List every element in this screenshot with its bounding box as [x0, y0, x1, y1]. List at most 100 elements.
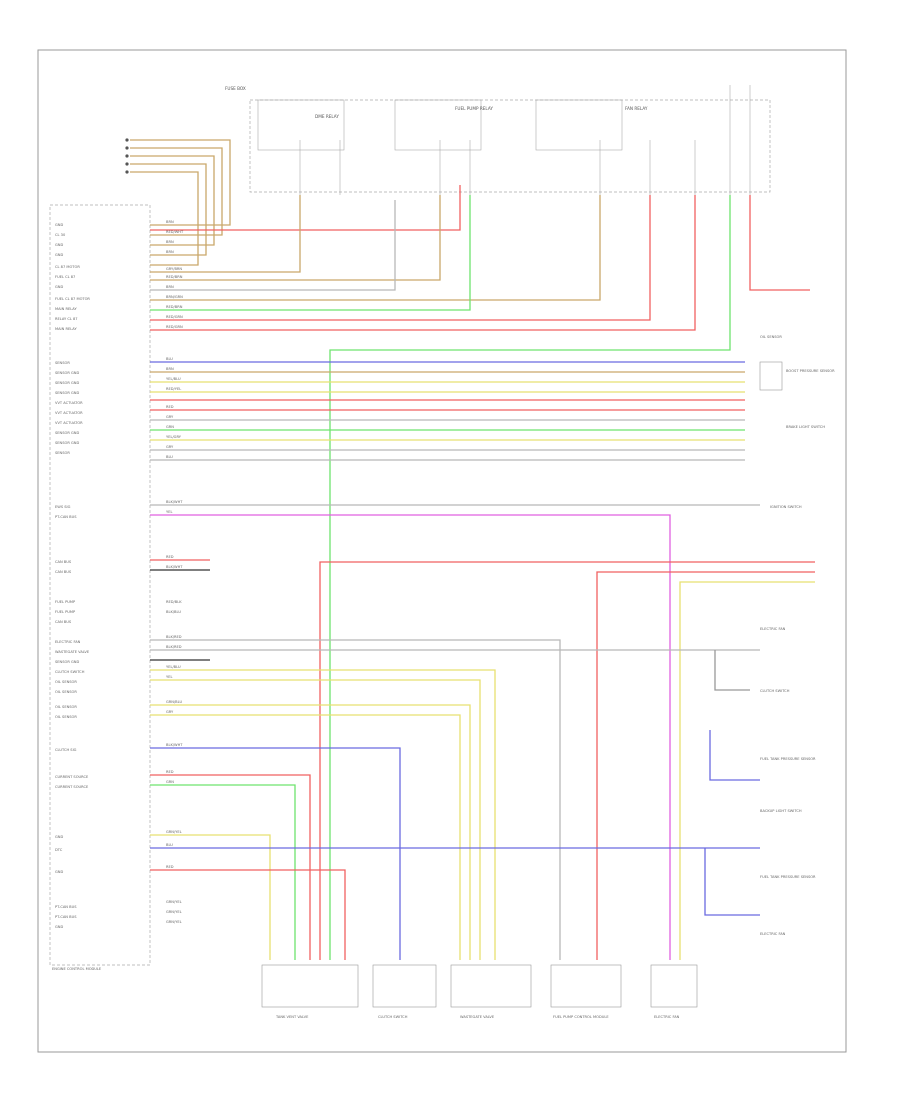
pin-label-5: CL 87 MOTOR [55, 265, 80, 269]
pin-label-15: SENSOR GND [55, 381, 79, 385]
right-label-2: BOOST PRESSURE SENSOR [786, 369, 835, 373]
wire-code-7: BRN [166, 285, 174, 289]
pin-label-4: GND [55, 253, 63, 257]
pin-label-16: SENSOR GND [55, 391, 79, 395]
wire-code-29: BLK/RED [166, 645, 182, 649]
fuse-box-label: FUSE BOX [225, 86, 246, 91]
wire-code-24: RED [166, 555, 174, 559]
pin-label-21: SENSOR GND [55, 441, 79, 445]
wire-code-23: YEL [166, 510, 172, 514]
wire-code-34: BLK/WHT [166, 743, 183, 747]
wire-code-32: GRN/BLU [166, 700, 182, 704]
right-label-3: BRAKE LIGHT SWITCH [786, 425, 825, 429]
pin-label-35: OIL SENSOR [55, 680, 77, 684]
wire-code-4: BRN [166, 250, 174, 254]
wires-sensor-bus [150, 361, 745, 461]
wire-code-20: GRY [166, 445, 174, 449]
pin-label-11: MAIN RELAY [55, 327, 77, 331]
bottom-label-3: WASTEGATE VALVE [460, 1015, 495, 1019]
wire-code-33: GRY [166, 710, 174, 714]
wires-top [130, 139, 810, 960]
wire-code-10: RED/GRN [166, 315, 183, 319]
wire-code-36: GRN [166, 780, 174, 784]
relay-box: FUSE BOX DME RELAY FUEL PUMP RELAY FAN R… [225, 85, 771, 195]
wire-code-12: BLU [166, 357, 173, 361]
pin-label-42: GND [55, 835, 63, 839]
pin-label-18: VVT ACTUATOR [55, 411, 83, 415]
wire-code-8: BRN/GRN [166, 295, 183, 299]
bottom-label-5: ELECTRIC FAN [654, 1015, 680, 1019]
pin-label-3: GND [55, 243, 63, 247]
wire-code-16: RED [166, 405, 174, 409]
connector-top-left [125, 138, 129, 174]
ecm-outline [49, 204, 151, 966]
wire-code-31: YEL [166, 675, 172, 679]
wire-code-28: BLK/RED [166, 635, 182, 639]
pin-label-47: GND [55, 925, 63, 929]
pin-label-37: OIL SENSOR [55, 705, 77, 709]
wire-code-1: BRN [166, 220, 174, 224]
wire-code-37: GRN/YEL [166, 830, 182, 834]
wire-code-41: GRN/YEL [166, 910, 182, 914]
relay-1-label: DME RELAY [315, 114, 339, 119]
wire-code-labels: BRN RED/WHT BRN BRN GRY/BRN RED/BRN BRN … [166, 220, 184, 924]
wire-code-11: RED/GRN [166, 325, 183, 329]
right-label-7: FUEL TANK PRESSURE SENSOR [760, 757, 816, 761]
pin-label-7: GND [55, 285, 63, 289]
pin-label-31: ELECTRIC FAN [55, 640, 81, 644]
pin-label-44: GND [55, 870, 63, 874]
pin-label-26: CAN BUS [55, 560, 72, 564]
right-label-5: ELECTRIC FAN [760, 627, 786, 631]
pin-label-30: CAN BUS [55, 620, 72, 624]
bottom-label-2: CLUTCH SWITCH [378, 1015, 408, 1019]
right-label-9: FUEL TANK PRESSURE SENSOR [760, 875, 816, 879]
wire-code-2: RED/WHT [166, 230, 184, 234]
right-label-10: ELECTRIC FAN [760, 932, 786, 936]
pin-label-8: FUEL CL 87 MOTOR [55, 297, 90, 301]
wire-code-22: BLK/WHT [166, 500, 183, 504]
pin-label-39: CLUTCH SIG [55, 748, 77, 752]
pin-label-1: GND [55, 223, 63, 227]
relay-3-label: FAN RELAY [625, 106, 648, 111]
pin-label-34: CLUTCH SWITCH [55, 670, 85, 674]
pin-label-17: VVT ACTUATOR [55, 401, 83, 405]
pin-label-40: CURRENT SOURCE [55, 775, 89, 779]
bottom-label-1: TANK VENT VALVE [275, 1015, 309, 1019]
wire-code-30: YEL/BLU [166, 665, 181, 669]
right-label-4: IGNITION SWITCH [770, 505, 802, 509]
pin-label-29: FUEL PUMP [55, 610, 76, 614]
pin-label-19: VVT ACTUATOR [55, 421, 83, 425]
pin-label-6: FUEL CL 87 [55, 275, 75, 279]
pin-label-9: MAIN RELAY [55, 307, 77, 311]
pin-label-23: EWS SIG [55, 505, 71, 509]
right-label-6: CLUTCH SWITCH [760, 689, 790, 693]
wire-code-5: GRY/BRN [166, 267, 182, 271]
wire-code-19: YEL/GRY [166, 435, 182, 439]
wire-code-35: RED [166, 770, 174, 774]
crank-sensor-box [759, 361, 783, 391]
pin-label-33: SENSOR GND [55, 660, 79, 664]
right-label-1: OIL SENSOR [760, 335, 782, 339]
wire-code-40: GRN/YEL [166, 900, 182, 904]
wire-code-14: YEL/BLU [166, 377, 181, 381]
bottom-label-4: FUEL PUMP CONTROL MODULE [553, 1015, 609, 1019]
pin-label-46: PT-CAN BUS [55, 915, 77, 919]
pin-label-41: CURRENT SOURCE [55, 785, 89, 789]
wire-code-18: GRY [166, 415, 174, 419]
pin-label-45: PT-CAN BUS [55, 905, 77, 909]
pin-label-43: DTC [55, 848, 63, 852]
ecm-pin-labels: GND CL 30 GND GND CL 87 MOTOR FUEL CL 87… [55, 223, 90, 929]
pin-label-22: SENSOR [55, 451, 70, 455]
pin-label-2: CL 30 [55, 233, 66, 237]
wire-code-13: BRN [166, 367, 174, 371]
diagram-frame [37, 49, 847, 1053]
wire-code-21: BLU [166, 455, 173, 459]
wire-code-39: RED [166, 865, 174, 869]
ecm-label: ENGINE CONTROL MODULE [52, 967, 102, 971]
wire-code-15: RED/YEL [166, 387, 181, 391]
pin-label-20: SENSOR GND [55, 431, 79, 435]
pin-label-10: RELAY CL 87 [55, 317, 78, 321]
pin-label-27: CAN BUS [55, 570, 72, 574]
wire-code-26: RED/BLK [166, 600, 182, 604]
